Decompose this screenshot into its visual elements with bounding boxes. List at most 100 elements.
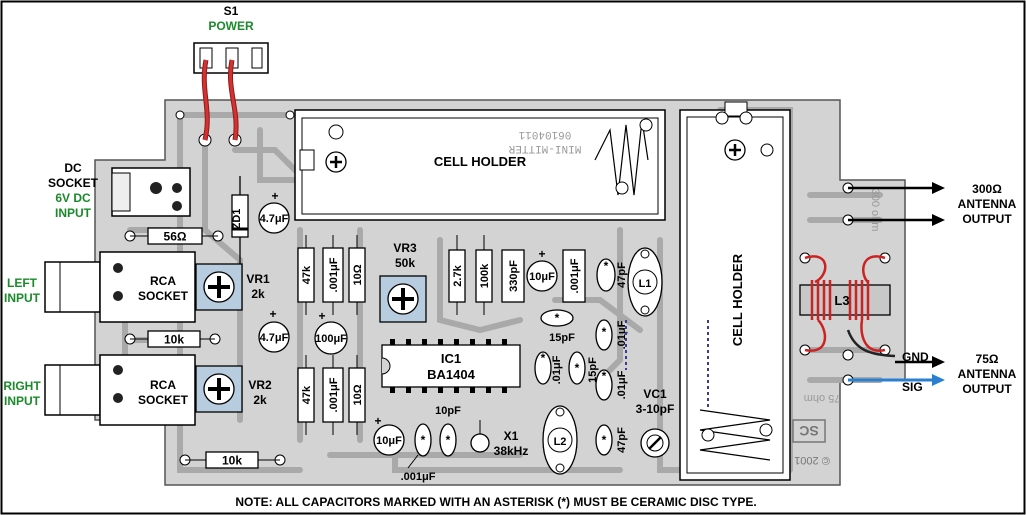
cell-holder-right xyxy=(625,101,791,481)
c47u-a-plus: + xyxy=(271,189,278,203)
gnd-label: GND xyxy=(902,350,929,364)
trimpot-vr3 xyxy=(379,275,427,323)
cap-10u-b xyxy=(373,424,405,456)
sc-logo xyxy=(792,419,826,443)
ic1-chip xyxy=(381,339,521,393)
dc-socket xyxy=(111,167,191,217)
sig-arrow xyxy=(848,374,945,386)
board-id: MINI-MITTER 06104011 xyxy=(508,128,581,154)
output-300-label-3: OUTPUT xyxy=(962,212,1012,226)
c10u-a-label: 10μF xyxy=(529,271,555,283)
dc-socket-label-3: 6V DC xyxy=(55,191,91,205)
c15p-b-label: 15pF xyxy=(587,357,599,383)
c10u-b-label: 10μF xyxy=(376,435,402,447)
r10-a-label: 10Ω xyxy=(352,264,364,285)
cell-holder-top xyxy=(294,109,666,221)
c15p-a-star: * xyxy=(555,311,560,325)
vertical-components-row-a xyxy=(297,235,366,315)
c10p-label: 10pF xyxy=(435,405,461,417)
c47p-a-star: * xyxy=(604,259,609,273)
r56-label: 56Ω xyxy=(164,230,187,244)
right-input-label-1: RIGHT xyxy=(3,379,41,393)
rca-socket-bottom xyxy=(44,354,196,426)
sig-label: SIG xyxy=(902,380,923,394)
c001-b-label: .001μF xyxy=(328,377,340,412)
l3-label: L3 xyxy=(834,293,849,308)
r10-b-label: 10Ω xyxy=(352,384,364,405)
rca-socket-top xyxy=(44,251,196,323)
ic1-ref: IC1 xyxy=(441,351,461,366)
r10k-a-label: 10k xyxy=(164,333,184,347)
vc1-value: 3-10pF xyxy=(636,402,675,416)
c10p-star: * xyxy=(446,433,451,447)
c01-c-star: * xyxy=(602,369,607,383)
zener-diode xyxy=(231,176,249,266)
vr3-ref: VR3 xyxy=(393,241,417,255)
c330p-label: 330pF xyxy=(508,260,520,292)
r47k-b-label: 47k xyxy=(301,385,313,404)
inductor-l2 xyxy=(542,405,578,475)
cap-100u xyxy=(314,321,348,355)
rca-top-label-1: RCA xyxy=(150,274,176,288)
l2-label: L2 xyxy=(554,436,567,448)
inductor-l1 xyxy=(627,247,663,317)
cap-4u7-a xyxy=(258,202,290,234)
rca-bottom-label-1: RCA xyxy=(150,378,176,392)
c10u-a-plus: + xyxy=(538,247,545,261)
c47p-b-label: 47pF xyxy=(616,427,628,453)
board-id-1: MINI-MITTER xyxy=(508,142,581,154)
cap-10u-a xyxy=(526,260,558,292)
logo-text: SC xyxy=(799,423,818,439)
output-300-label-2: ANTENNA xyxy=(958,197,1017,211)
switch-name: POWER xyxy=(208,19,254,33)
vc1-ref: VC1 xyxy=(643,387,667,401)
cap-4u7-b xyxy=(258,321,290,353)
balun-l3 xyxy=(799,255,896,358)
crystal-x1 xyxy=(470,420,490,453)
c001-c-label: .001μF xyxy=(569,258,581,293)
c100u-label: 100μF xyxy=(315,333,347,345)
vr1-value: 2k xyxy=(251,287,265,301)
vr2-value: 2k xyxy=(253,393,267,407)
vr2-ref: VR2 xyxy=(248,378,272,392)
trimmer-cap-vc1 xyxy=(640,428,670,458)
dc-socket-label-2: SOCKET xyxy=(48,176,99,190)
dc-socket-label-1: DC xyxy=(64,161,82,175)
board-mark-75: 75 ohm xyxy=(804,392,841,404)
resistor-56-ohm xyxy=(130,227,218,245)
output-75-label-2: ANTENNA xyxy=(958,367,1017,381)
resistor-10k-b xyxy=(185,451,280,469)
r47k-a-label: 47k xyxy=(301,265,313,284)
c01-a-star: * xyxy=(602,325,607,339)
c47u-b-plus: + xyxy=(269,307,276,321)
c001-d-star: * xyxy=(421,433,426,447)
x1-ref: X1 xyxy=(504,429,519,443)
resistor-10k-a xyxy=(130,330,215,348)
c47p-a-label: 47pF xyxy=(616,262,628,288)
right-input-label-2: INPUT xyxy=(4,394,41,408)
zd1-label: ZD1 xyxy=(231,209,243,230)
l1-label: L1 xyxy=(639,278,652,290)
board-mark-300: 300 ohm xyxy=(869,189,881,232)
power-switch xyxy=(193,42,269,141)
r10k-b-label: 10k xyxy=(222,454,242,468)
board-id-2: 06104011 xyxy=(518,128,571,140)
c47p-b-star: * xyxy=(602,433,607,447)
c001-d-label: .001μF xyxy=(401,471,436,483)
ceramic-caps xyxy=(414,258,616,457)
c47u-a-label: 4.7μF xyxy=(260,213,289,225)
x1-value: 38kHz xyxy=(494,444,529,458)
vertical-components-row-b xyxy=(297,355,366,435)
trimpot-vr1 xyxy=(195,263,243,311)
c01-b-star: * xyxy=(541,351,546,365)
vr1-ref: VR1 xyxy=(246,272,270,286)
c100u-plus: + xyxy=(318,309,325,323)
output-300-label-1: 300Ω xyxy=(972,182,1002,196)
output-arrows xyxy=(848,182,945,368)
trimpot-vr2 xyxy=(195,365,243,413)
footer-note: NOTE: ALL CAPACITORS MARKED WITH AN ASTE… xyxy=(235,495,756,509)
rca-top-label-2: SOCKET xyxy=(138,289,189,303)
vr3-value: 50k xyxy=(395,256,415,270)
